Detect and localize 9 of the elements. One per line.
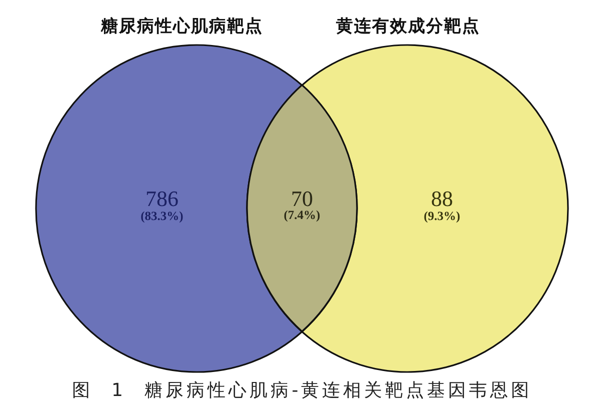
figure-caption: 图 1 糖尿病性心肌病-黄连相关靶点基因韦恩图 <box>72 381 532 401</box>
set-title: 黄连有效成分靶点 <box>336 18 480 36</box>
count-label: 88 <box>431 186 453 212</box>
percent-label: (7.4%) <box>284 209 320 224</box>
set-title: 糖尿病性心肌病靶点 <box>101 18 263 36</box>
count-label: 70 <box>291 186 313 211</box>
percent-label: (9.3%) <box>424 210 460 224</box>
percent-label: (83.3%) <box>140 210 184 224</box>
count-label: 786 <box>146 186 178 212</box>
